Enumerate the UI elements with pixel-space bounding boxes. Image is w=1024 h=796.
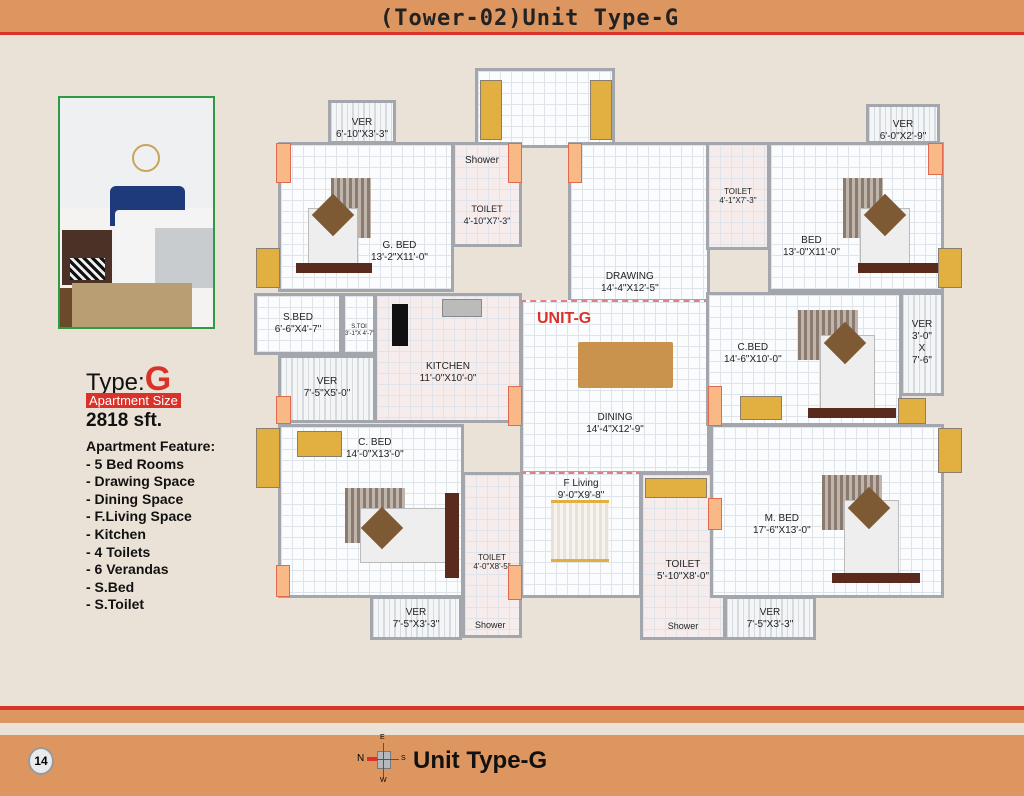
footer-band bbox=[0, 710, 1024, 723]
unit-label: UNIT-G bbox=[537, 310, 592, 327]
window bbox=[568, 143, 582, 183]
feature-item: - 5 Bed Rooms bbox=[86, 455, 185, 472]
wardrobe bbox=[590, 80, 612, 140]
study-desk bbox=[297, 431, 342, 457]
feature-list: Apartment Feature: - 5 Bed Rooms - Drawi… bbox=[86, 438, 215, 614]
type-letter: G bbox=[144, 360, 172, 398]
window bbox=[276, 396, 291, 424]
wardrobe bbox=[480, 80, 502, 140]
feature-item: - Kitchen bbox=[86, 525, 146, 542]
feature-item: - S.Toilet bbox=[86, 596, 145, 613]
wardrobe bbox=[645, 478, 707, 498]
footer-caption: Unit Type-G bbox=[413, 747, 548, 774]
bedroom-photo bbox=[58, 96, 215, 329]
wardrobe bbox=[898, 398, 926, 424]
type-heading: Type:G bbox=[86, 360, 172, 398]
footer-rule bbox=[0, 706, 1024, 710]
header-band: (Tower-02)Unit Type-G bbox=[0, 0, 1024, 35]
wardrobe bbox=[256, 428, 280, 488]
wardrobe bbox=[938, 248, 962, 288]
feature-item: - S.Bed bbox=[86, 578, 135, 595]
feature-item: - F.Living Space bbox=[86, 508, 192, 525]
size-value: 2818 sft. bbox=[86, 410, 163, 431]
window bbox=[276, 143, 291, 183]
page-number: 14 bbox=[28, 747, 54, 775]
dining-table bbox=[578, 342, 673, 388]
feature-item: - 6 Verandas bbox=[86, 561, 169, 578]
wardrobe bbox=[256, 248, 280, 288]
feature-item: - 4 Toilets bbox=[86, 543, 151, 560]
window bbox=[708, 498, 722, 530]
size-label: Apartment Size bbox=[86, 393, 181, 408]
feature-item: - Dining Space bbox=[86, 490, 184, 507]
rug bbox=[551, 500, 609, 562]
wardrobe bbox=[938, 428, 962, 473]
feature-item: - Drawing Space bbox=[86, 473, 195, 490]
compass-icon: N E S W bbox=[357, 734, 406, 784]
stove bbox=[392, 304, 408, 346]
study-desk bbox=[740, 396, 782, 420]
window bbox=[508, 565, 522, 600]
footer-bar: 14 N E S W Unit Type-G bbox=[0, 734, 1024, 796]
page-title: (Tower-02)Unit Type-G bbox=[380, 6, 680, 31]
window bbox=[928, 143, 943, 175]
feature-title: Apartment Feature: bbox=[86, 438, 216, 454]
sink bbox=[442, 299, 482, 317]
window bbox=[276, 565, 290, 597]
window bbox=[708, 386, 722, 426]
window bbox=[508, 143, 522, 183]
window bbox=[508, 386, 522, 426]
